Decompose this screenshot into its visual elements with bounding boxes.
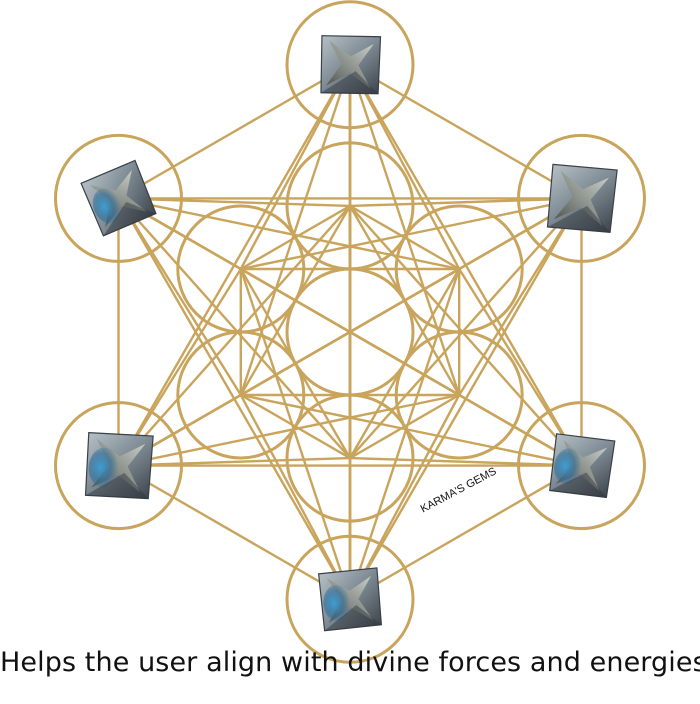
connecting-line [240,393,351,460]
connecting-line [349,456,582,467]
merkaba-crystal-icon [84,431,154,500]
merkaba-crystal-icon [80,159,157,237]
connecting-line [118,197,460,271]
merkaba-crystal-icon [320,35,382,95]
connecting-line [349,197,582,208]
connecting-line [349,393,460,460]
connecting-line [118,456,351,467]
connecting-line [458,268,583,467]
merkaba-crystal-icon [546,163,618,234]
connecting-line [118,197,351,208]
connecting-line [239,268,352,600]
connecting-line [349,63,583,200]
connecting-line [239,64,352,396]
connecting-line [239,394,352,600]
connecting-line [240,204,351,271]
connecting-line [348,64,461,270]
connecting-line [240,393,582,467]
connecting-line [349,205,583,467]
connecting-line [240,197,582,271]
connecting-line [348,268,461,600]
connecting-line [117,464,351,601]
merkaba-crystal-icon [317,567,383,632]
merkaba-crystal-icon [549,433,616,499]
connecting-line [349,204,460,271]
connecting-line [117,197,583,467]
connecting-line [348,394,461,600]
connecting-line [348,64,461,396]
watermark-text: KARMA'S GEMS [419,465,499,515]
connecting-line [239,64,352,270]
connecting-line [117,197,351,459]
connecting-line [117,197,242,396]
crystal-layer [80,35,618,632]
connecting-line [117,268,242,467]
connecting-line [458,197,583,396]
caption-text: Helps the user align with divine forces … [0,647,700,678]
geometry-lines [54,0,646,664]
connecting-line [117,205,351,467]
connecting-line [117,63,351,200]
connecting-line [117,197,352,600]
connecting-line [118,393,460,467]
connecting-line [349,197,583,459]
connecting-line [349,464,583,601]
